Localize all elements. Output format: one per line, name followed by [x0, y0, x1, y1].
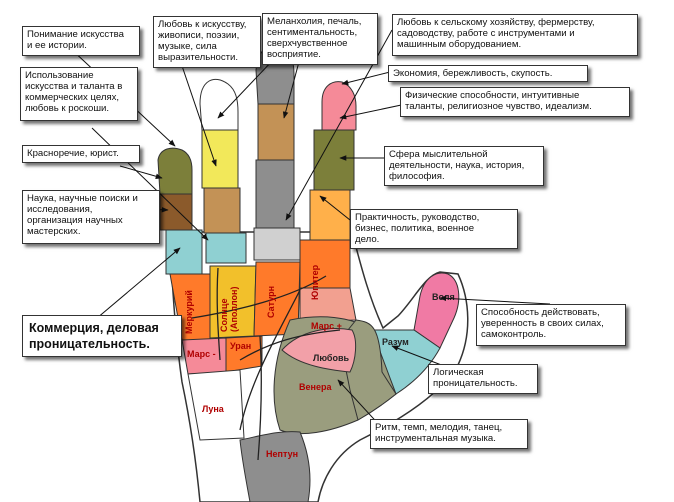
finger-jupiter — [300, 82, 356, 288]
label-logical: Логическая проницательность. — [428, 364, 538, 394]
zone-neptune: Нептун — [266, 449, 298, 459]
label-science: Наука, научные поиски и исследования, ор… — [22, 190, 160, 244]
zone-mercury: Меркурий — [184, 290, 194, 334]
zone-uranus: Уран — [230, 341, 251, 351]
finger-sun — [200, 79, 246, 263]
label-practicality: Практичность, руководство, бизнес, полит… — [350, 209, 518, 249]
zone-sun-line: (Аполлон) — [229, 287, 239, 332]
label-mental-sphere: Сфера мыслительной деятельности, наука, … — [384, 146, 544, 186]
label-economy: Экономия, бережливость, скупость. — [388, 65, 588, 82]
zone-saturn: Сатурн — [266, 286, 276, 318]
zone-moon: Луна — [202, 404, 225, 414]
zone-mars-plus: Марс + — [311, 321, 342, 331]
zone-will: Воля — [432, 292, 455, 302]
label-rhythm: Ритм, темп, мелодия, танец, инструментал… — [370, 419, 528, 449]
zone-venus: Венера — [299, 382, 332, 392]
label-love-art: Любовь к искусству, живописи, поэзии, му… — [153, 16, 261, 68]
label-eloquence: Красноречие, юрист. — [22, 145, 140, 163]
label-commerce: Коммерция, деловая проницательность. — [22, 315, 182, 357]
zone-jupiter: Юпитер — [310, 264, 320, 300]
label-ability-act: Способность действовать, уверенность в с… — [476, 304, 626, 346]
label-melancholy: Меланхолия, печаль, сентиментальность, с… — [262, 13, 378, 65]
label-commercial-art: Использование искусства и таланта в комм… — [20, 67, 138, 121]
zone-love: Любовь — [313, 353, 349, 363]
label-art-history: Понимание искусства и ее истории. — [22, 26, 140, 56]
label-physical-abilities: Физические способности, интуитивные тала… — [400, 87, 630, 117]
zone-mars-minus: Марс - — [187, 349, 216, 359]
finger-mercury — [158, 148, 202, 274]
label-agriculture: Любовь к сельскому хозяйству, фермерству… — [392, 14, 638, 56]
finger-saturn — [254, 45, 300, 260]
zone-reason: Разум — [382, 337, 409, 347]
